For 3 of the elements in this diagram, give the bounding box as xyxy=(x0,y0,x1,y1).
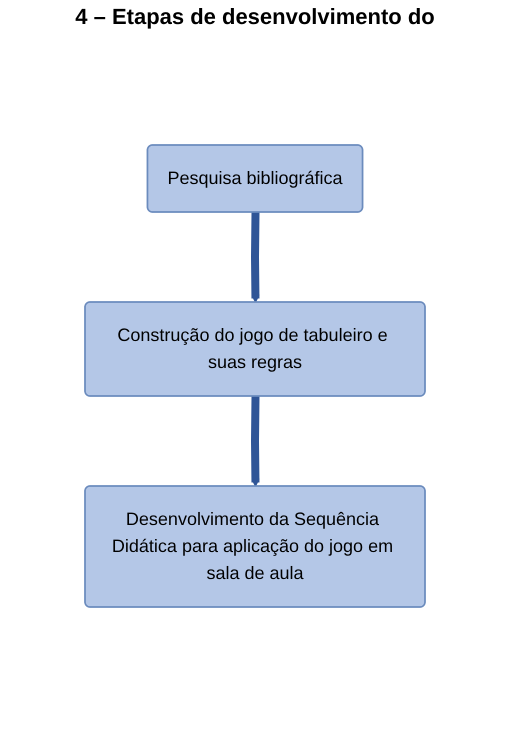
arrow xyxy=(251,212,260,303)
arrow xyxy=(251,396,260,487)
diagram-title: 4 – Etapas de desenvolvimento do xyxy=(74,4,436,30)
